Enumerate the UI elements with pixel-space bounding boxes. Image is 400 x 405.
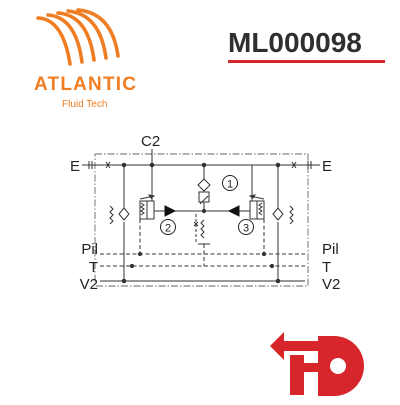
port-label-pil-left: Pil xyxy=(81,241,98,258)
callout-1-label: 1 xyxy=(227,179,233,191)
atlantic-swoosh-icon xyxy=(36,8,120,66)
hydraulic-schematic xyxy=(82,149,320,287)
callout-2: 2 xyxy=(160,219,176,235)
left-pilot-valve xyxy=(139,165,180,254)
port-label-e-right: E xyxy=(322,158,332,175)
fd-arrow-icon xyxy=(270,332,318,360)
port-labels: C2 E E Pil Pil T T V2 V2 xyxy=(70,133,340,293)
left-check-valve xyxy=(109,165,130,281)
product-code: ML000098 xyxy=(228,27,362,58)
port-label-c2: C2 xyxy=(141,133,160,150)
right-pilot-valve xyxy=(226,165,265,254)
junction-dot xyxy=(129,263,135,269)
product-code-underline xyxy=(228,60,385,63)
atlantic-logo: ATLANTIC Fluid Tech xyxy=(34,8,137,110)
port-label-v2-right: V2 xyxy=(322,276,340,293)
e-right-plugs xyxy=(291,161,312,169)
port-label-t-right: T xyxy=(322,259,331,276)
brand-tagline: Fluid Tech xyxy=(62,99,107,110)
block-outline xyxy=(94,153,309,287)
port-label-t-left: T xyxy=(89,259,98,276)
fd-logo xyxy=(270,332,364,396)
callout-3-label: 3 xyxy=(243,223,249,235)
brand-name: ATLANTIC xyxy=(34,74,137,95)
center-relief-valve xyxy=(180,165,226,245)
junction-dot xyxy=(269,263,275,269)
callout-3: 3 xyxy=(238,219,254,235)
port-label-pil-right: Pil xyxy=(322,241,339,258)
e-left-plugs xyxy=(88,161,111,169)
callout-1: 1 xyxy=(222,175,238,191)
port-label-v2-left: V2 xyxy=(80,276,98,293)
right-check-valve xyxy=(272,165,294,281)
port-label-e-left: E xyxy=(70,158,80,175)
callout-2-label: 2 xyxy=(165,223,171,235)
